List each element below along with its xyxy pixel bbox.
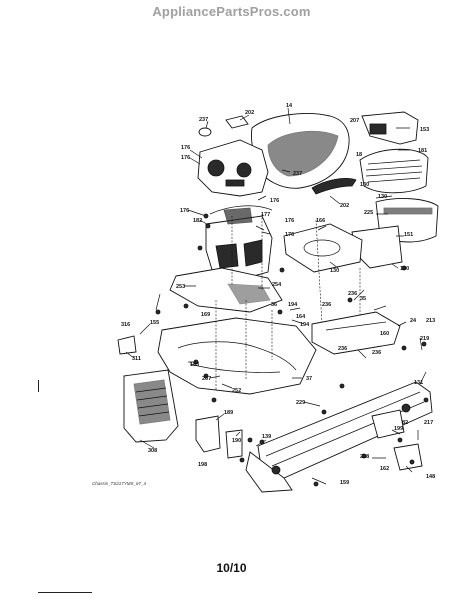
hood-part[interactable] bbox=[251, 113, 350, 189]
main-frame-part[interactable] bbox=[245, 381, 433, 493]
page-number: 10/10 bbox=[216, 561, 247, 575]
rear-axle-bracket-part[interactable] bbox=[371, 409, 423, 471]
callout: 159 bbox=[340, 480, 349, 486]
callout: 176 bbox=[270, 198, 279, 204]
callout: 164 bbox=[296, 314, 306, 320]
callout: 176 bbox=[180, 208, 189, 214]
hood-support-plate-part[interactable] bbox=[283, 223, 363, 273]
figure-code: Chassis_TS217YMS_67_4 bbox=[92, 481, 147, 486]
callout: 252 bbox=[232, 388, 241, 394]
callout: 213 bbox=[426, 318, 435, 324]
callout: 155 bbox=[150, 320, 159, 326]
seat-pan-part[interactable] bbox=[169, 267, 283, 313]
callout: 236 bbox=[348, 291, 357, 297]
callout: 24 bbox=[410, 318, 417, 324]
lower-front-grille-part[interactable] bbox=[123, 369, 179, 443]
callout: 225 bbox=[364, 210, 373, 216]
callout: 130 bbox=[400, 266, 409, 272]
crop-mark-left bbox=[38, 380, 39, 392]
callout: 176 bbox=[285, 218, 294, 224]
battery-bracket-part[interactable] bbox=[311, 311, 401, 355]
callout: 236 bbox=[322, 302, 331, 308]
callout: 189 bbox=[224, 410, 233, 416]
callout: 130 bbox=[378, 194, 387, 200]
callout-labels: 14 202 237 237 176 176 176 176 176 176 1… bbox=[121, 103, 435, 486]
callout: 253 bbox=[176, 284, 185, 290]
small-clip-part[interactable] bbox=[198, 115, 249, 137]
callout: 237 bbox=[199, 117, 208, 123]
callout: 202 bbox=[340, 203, 349, 209]
callout: 219 bbox=[420, 336, 429, 342]
front-grille-part[interactable] bbox=[359, 148, 429, 194]
callout: 311 bbox=[132, 356, 141, 362]
callout: 35 bbox=[360, 296, 366, 302]
callout: 194 bbox=[288, 302, 298, 308]
callout: 177 bbox=[261, 212, 270, 218]
callout: 160 bbox=[380, 331, 389, 337]
dash-panel-part[interactable] bbox=[197, 139, 269, 197]
headlight-lens-part[interactable] bbox=[361, 111, 419, 145]
callout: 316 bbox=[121, 322, 130, 328]
callout: 217 bbox=[424, 420, 433, 426]
callout: 194 bbox=[300, 322, 310, 328]
crop-mark-bottom bbox=[38, 592, 92, 593]
callout: 199 bbox=[394, 426, 403, 432]
callout: 36 bbox=[271, 302, 277, 308]
fender-body-part[interactable] bbox=[157, 317, 317, 395]
callout: 229 bbox=[296, 400, 305, 406]
hardware-bolts bbox=[155, 213, 429, 487]
callout: 148 bbox=[426, 474, 435, 480]
dashed-guides bbox=[215, 214, 361, 390]
front-bracket-part[interactable] bbox=[117, 335, 243, 459]
callout: 139 bbox=[262, 434, 271, 440]
callout: 82 bbox=[402, 420, 408, 426]
callout: 162 bbox=[380, 466, 389, 472]
callout: 236 bbox=[372, 350, 381, 356]
callout: 176 bbox=[181, 155, 190, 161]
callout: 308 bbox=[148, 448, 157, 454]
callout: 130 bbox=[330, 268, 339, 274]
site-watermark: AppliancePartsPros.com bbox=[152, 4, 311, 19]
callout: 236 bbox=[338, 346, 347, 352]
callout: 181 bbox=[418, 148, 427, 154]
callout: 202 bbox=[245, 110, 254, 116]
callout: 130 bbox=[360, 182, 369, 188]
callout: 207 bbox=[350, 118, 359, 124]
callout: 131 bbox=[414, 380, 423, 386]
callout: 254 bbox=[272, 282, 282, 288]
callout: 182 bbox=[193, 218, 202, 224]
callout: 190 bbox=[232, 438, 241, 444]
callout: 151 bbox=[404, 232, 413, 238]
callout: 166 bbox=[316, 218, 325, 224]
callout: 228 bbox=[360, 454, 369, 460]
callout: 37 bbox=[306, 376, 312, 382]
callout: 169 bbox=[201, 312, 210, 318]
callout: 176 bbox=[181, 145, 190, 151]
callout: 198 bbox=[198, 462, 207, 468]
callout: 176 bbox=[285, 232, 294, 238]
steering-tower-part[interactable] bbox=[205, 205, 273, 283]
callout: 183 bbox=[190, 362, 199, 368]
callout: 153 bbox=[420, 127, 429, 133]
callout: 237 bbox=[293, 171, 302, 177]
grille-handle-part[interactable] bbox=[311, 178, 357, 195]
callout: 267 bbox=[202, 376, 211, 382]
callout: 14 bbox=[286, 103, 293, 109]
callout: 18 bbox=[356, 152, 362, 158]
